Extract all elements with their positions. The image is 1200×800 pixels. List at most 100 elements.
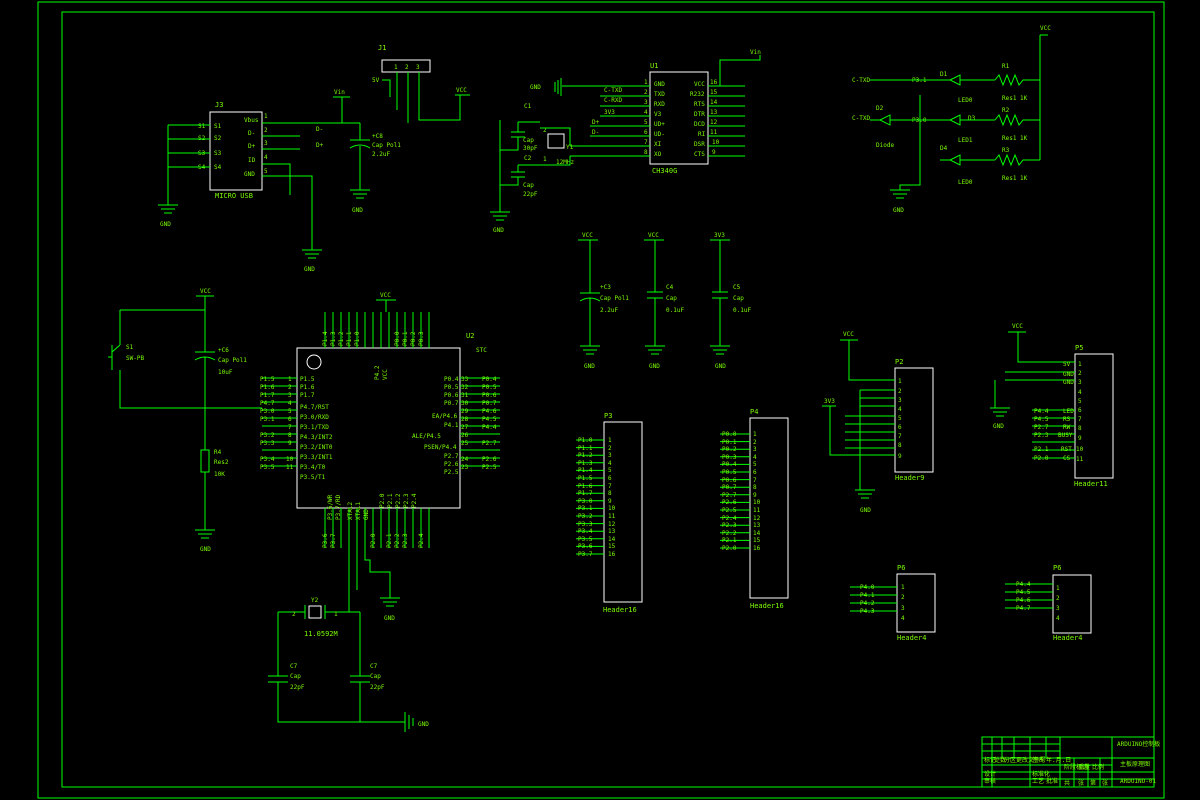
schematic-label: P1.6 [578, 483, 593, 490]
schematic-label: Y2 [311, 597, 319, 604]
schematic-label: P3.6 [578, 543, 593, 550]
schematic-label: P5 [1075, 344, 1083, 352]
schematic-label: P3.2/INT0 [300, 444, 333, 451]
schematic-label: C-RXD [604, 97, 622, 104]
schematic-label: 23 [461, 464, 469, 471]
schematic-label: TXD [654, 91, 665, 98]
schematic-label: P0.7 [444, 400, 459, 407]
schematic-label: 审核 [984, 777, 996, 785]
schematic-label: 13 [608, 528, 616, 535]
cap-vin-c8: +C8 Cap Pol1 2.2uF GND [349, 123, 401, 214]
schematic-label: 设计 [984, 770, 996, 778]
schematic-label: PSEN/P4.4 [424, 444, 457, 451]
schematic-label: CS [1063, 455, 1071, 462]
schematic-label: Header16 [750, 602, 784, 610]
schematic-label: P4.6 [482, 408, 497, 415]
schematic-label: 年.月.日 [1046, 756, 1071, 764]
usb-left-pin: S3 [214, 150, 222, 157]
schematic-label: P2.2 [395, 493, 402, 508]
title-sub: 主板原理图 [1120, 760, 1150, 768]
schematic-label: P3.7/RD [335, 494, 342, 520]
schematic-label: 张 [1078, 779, 1084, 787]
schematic-label: D3 [968, 115, 976, 122]
schematic-label: P0.5 [722, 469, 737, 476]
schematic-label: 签名 [1032, 756, 1044, 764]
schematic-label: C5 [733, 284, 741, 291]
schematic-label: 12 [608, 521, 616, 528]
schematic-label: 4 [901, 615, 905, 622]
schematic-label: XO [654, 151, 662, 158]
schematic-label: VCC [582, 232, 593, 239]
usb-dplus-net: D+ [316, 142, 324, 149]
schematic-label: 2 [608, 445, 612, 452]
title-block: ARDUINO控制板 主板原理图 ARDUINO-01 标记 处数 分区 更改文… [981, 736, 1160, 788]
schematic-label: VCC [382, 369, 389, 380]
schematic-label: 2 [898, 388, 902, 395]
usb-pin-num: 5 [264, 168, 268, 175]
schematic-label: LED0 [958, 179, 973, 186]
schematic-label: P1.5 [300, 376, 315, 383]
usb-left-pin: S2 [214, 135, 222, 142]
schematic-label: XTAL1 [355, 502, 362, 520]
schematic-label: P3.5 [260, 464, 275, 471]
schematic-label: 16 [608, 551, 616, 558]
schematic-label: 3V3 [824, 398, 835, 405]
schematic-label: 6 [288, 416, 292, 423]
schematic-label: P4.2 [860, 600, 875, 607]
schematic-label: BUSY [1058, 432, 1073, 439]
usb-pin-num: 2 [264, 127, 268, 134]
schematic-label: 1 [901, 584, 905, 591]
schematic-label: P0.5 [482, 384, 497, 391]
schematic-label: 6 [608, 475, 612, 482]
schematic-label: 4 [644, 109, 648, 116]
schematic-label: V3 [654, 111, 662, 118]
schematic-label: P2.6 [722, 499, 737, 506]
schematic-label: 工艺 [1032, 777, 1044, 785]
schematic-label: 3 [608, 452, 612, 459]
schematic-label: 6 [898, 424, 902, 431]
schematic-label: P3.5 [578, 536, 593, 543]
schematic-label: P4.1 [860, 592, 875, 599]
schematic-label: D- [592, 129, 599, 136]
ground-symbol: GND [302, 249, 322, 273]
schematic-label: 10 [1076, 446, 1084, 453]
schematic-label: VCC [200, 288, 211, 295]
schematic-label: Y1 [566, 144, 574, 151]
schematic-label: P0.1 [402, 331, 409, 346]
schematic-label: P1.4 [322, 331, 329, 346]
schematic-label: 10uF [218, 369, 233, 376]
schematic-label: P3.4/T0 [300, 464, 326, 471]
led-indicators: C-TXD C-TXD D1 D2 D3 D4 P3.1 P3.0 LED0 L… [852, 25, 1051, 214]
schematic-label: 2 [753, 439, 757, 446]
schematic-label: 2.2uF [372, 151, 390, 158]
schematic-label: 9 [712, 149, 716, 156]
schematic-label: P3.1/TXD [300, 424, 329, 431]
vin-label: Vin [334, 89, 345, 96]
schematic-label: Res1 1K [1002, 95, 1028, 102]
schematic-label: 22pF [523, 191, 538, 198]
schematic-label: P1.7 [578, 490, 593, 497]
schematic-label: ALE/P4.5 [412, 433, 441, 440]
schematic-label: C-TXD [604, 87, 622, 94]
schematic-label: P2.7 [444, 453, 459, 460]
schematic-label: SW-PB [126, 355, 144, 362]
schematic-label: 10 [286, 456, 294, 463]
usb-pin-num: 3 [264, 140, 268, 147]
schematic-label: 3 [1078, 379, 1082, 386]
ch340-name: CH340G [652, 167, 677, 175]
schematic-label: 10 [753, 499, 761, 506]
schematic-label: P4.1 [444, 422, 459, 429]
schematic-label: D4 [940, 145, 948, 152]
schematic-label: R4 [214, 449, 222, 456]
schematic-label: LED [1063, 408, 1074, 415]
crystal-y1: Y1 12MHz 2 1 [540, 127, 574, 166]
schematic-label: 12 [753, 515, 761, 522]
schematic-label: P3.6/WR [327, 494, 334, 520]
schematic-label: 8 [1078, 425, 1082, 432]
schematic-label: 比例 [1092, 763, 1104, 771]
schematic-label: 10K [214, 471, 225, 478]
schematic-label: P1.7 [300, 392, 315, 399]
schematic-label: Header4 [1053, 634, 1083, 642]
schematic-label: P2.7 [722, 492, 737, 499]
schematic-label: D2 [876, 105, 884, 112]
